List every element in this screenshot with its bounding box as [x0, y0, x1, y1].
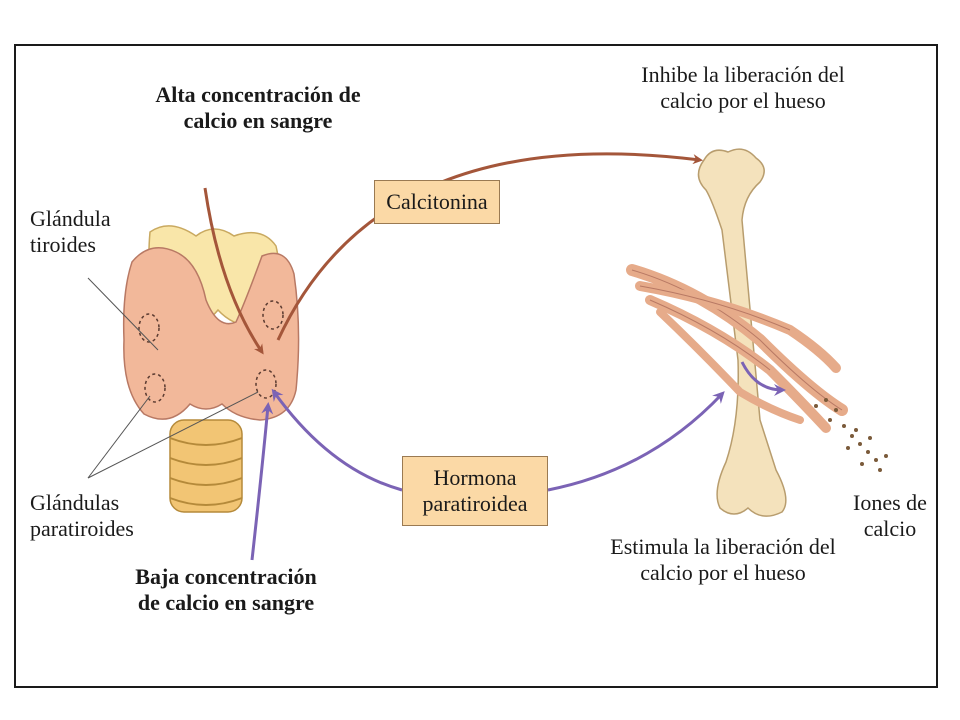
- low-calcium-arrow: [250, 402, 274, 561]
- calcitonin-box: Calcitonina: [374, 180, 500, 224]
- trachea: [169, 419, 243, 513]
- parathyroids-label: Glándulas paratiroides: [30, 490, 134, 541]
- thyroid-label: Glándula tiroides: [30, 206, 111, 257]
- pth-arrow-to-bone: [547, 391, 725, 492]
- high-calcium-label: Alta concentración de calcio en sangre: [155, 82, 361, 133]
- muscle-fibers: [626, 264, 848, 433]
- high-calcium-arrow: [203, 187, 264, 355]
- pth-arrow-from-gland: [271, 388, 403, 492]
- calcium-ion-dots: [814, 398, 888, 472]
- calcium-ions-label: Iones de calcio: [853, 490, 927, 541]
- low-calcium-label: Baja concentración de calcio en sangre: [135, 564, 317, 615]
- inhibit-label: Inhibe la liberación del calcio por el h…: [641, 62, 845, 113]
- pth-box: Hormona paratiroidea: [402, 456, 548, 526]
- thyroid-gland: [122, 225, 300, 421]
- label-leader-lines: [87, 277, 259, 479]
- release-arrow: [740, 361, 786, 396]
- stimulate-label: Estimula la liberación del calcio por el…: [610, 534, 836, 585]
